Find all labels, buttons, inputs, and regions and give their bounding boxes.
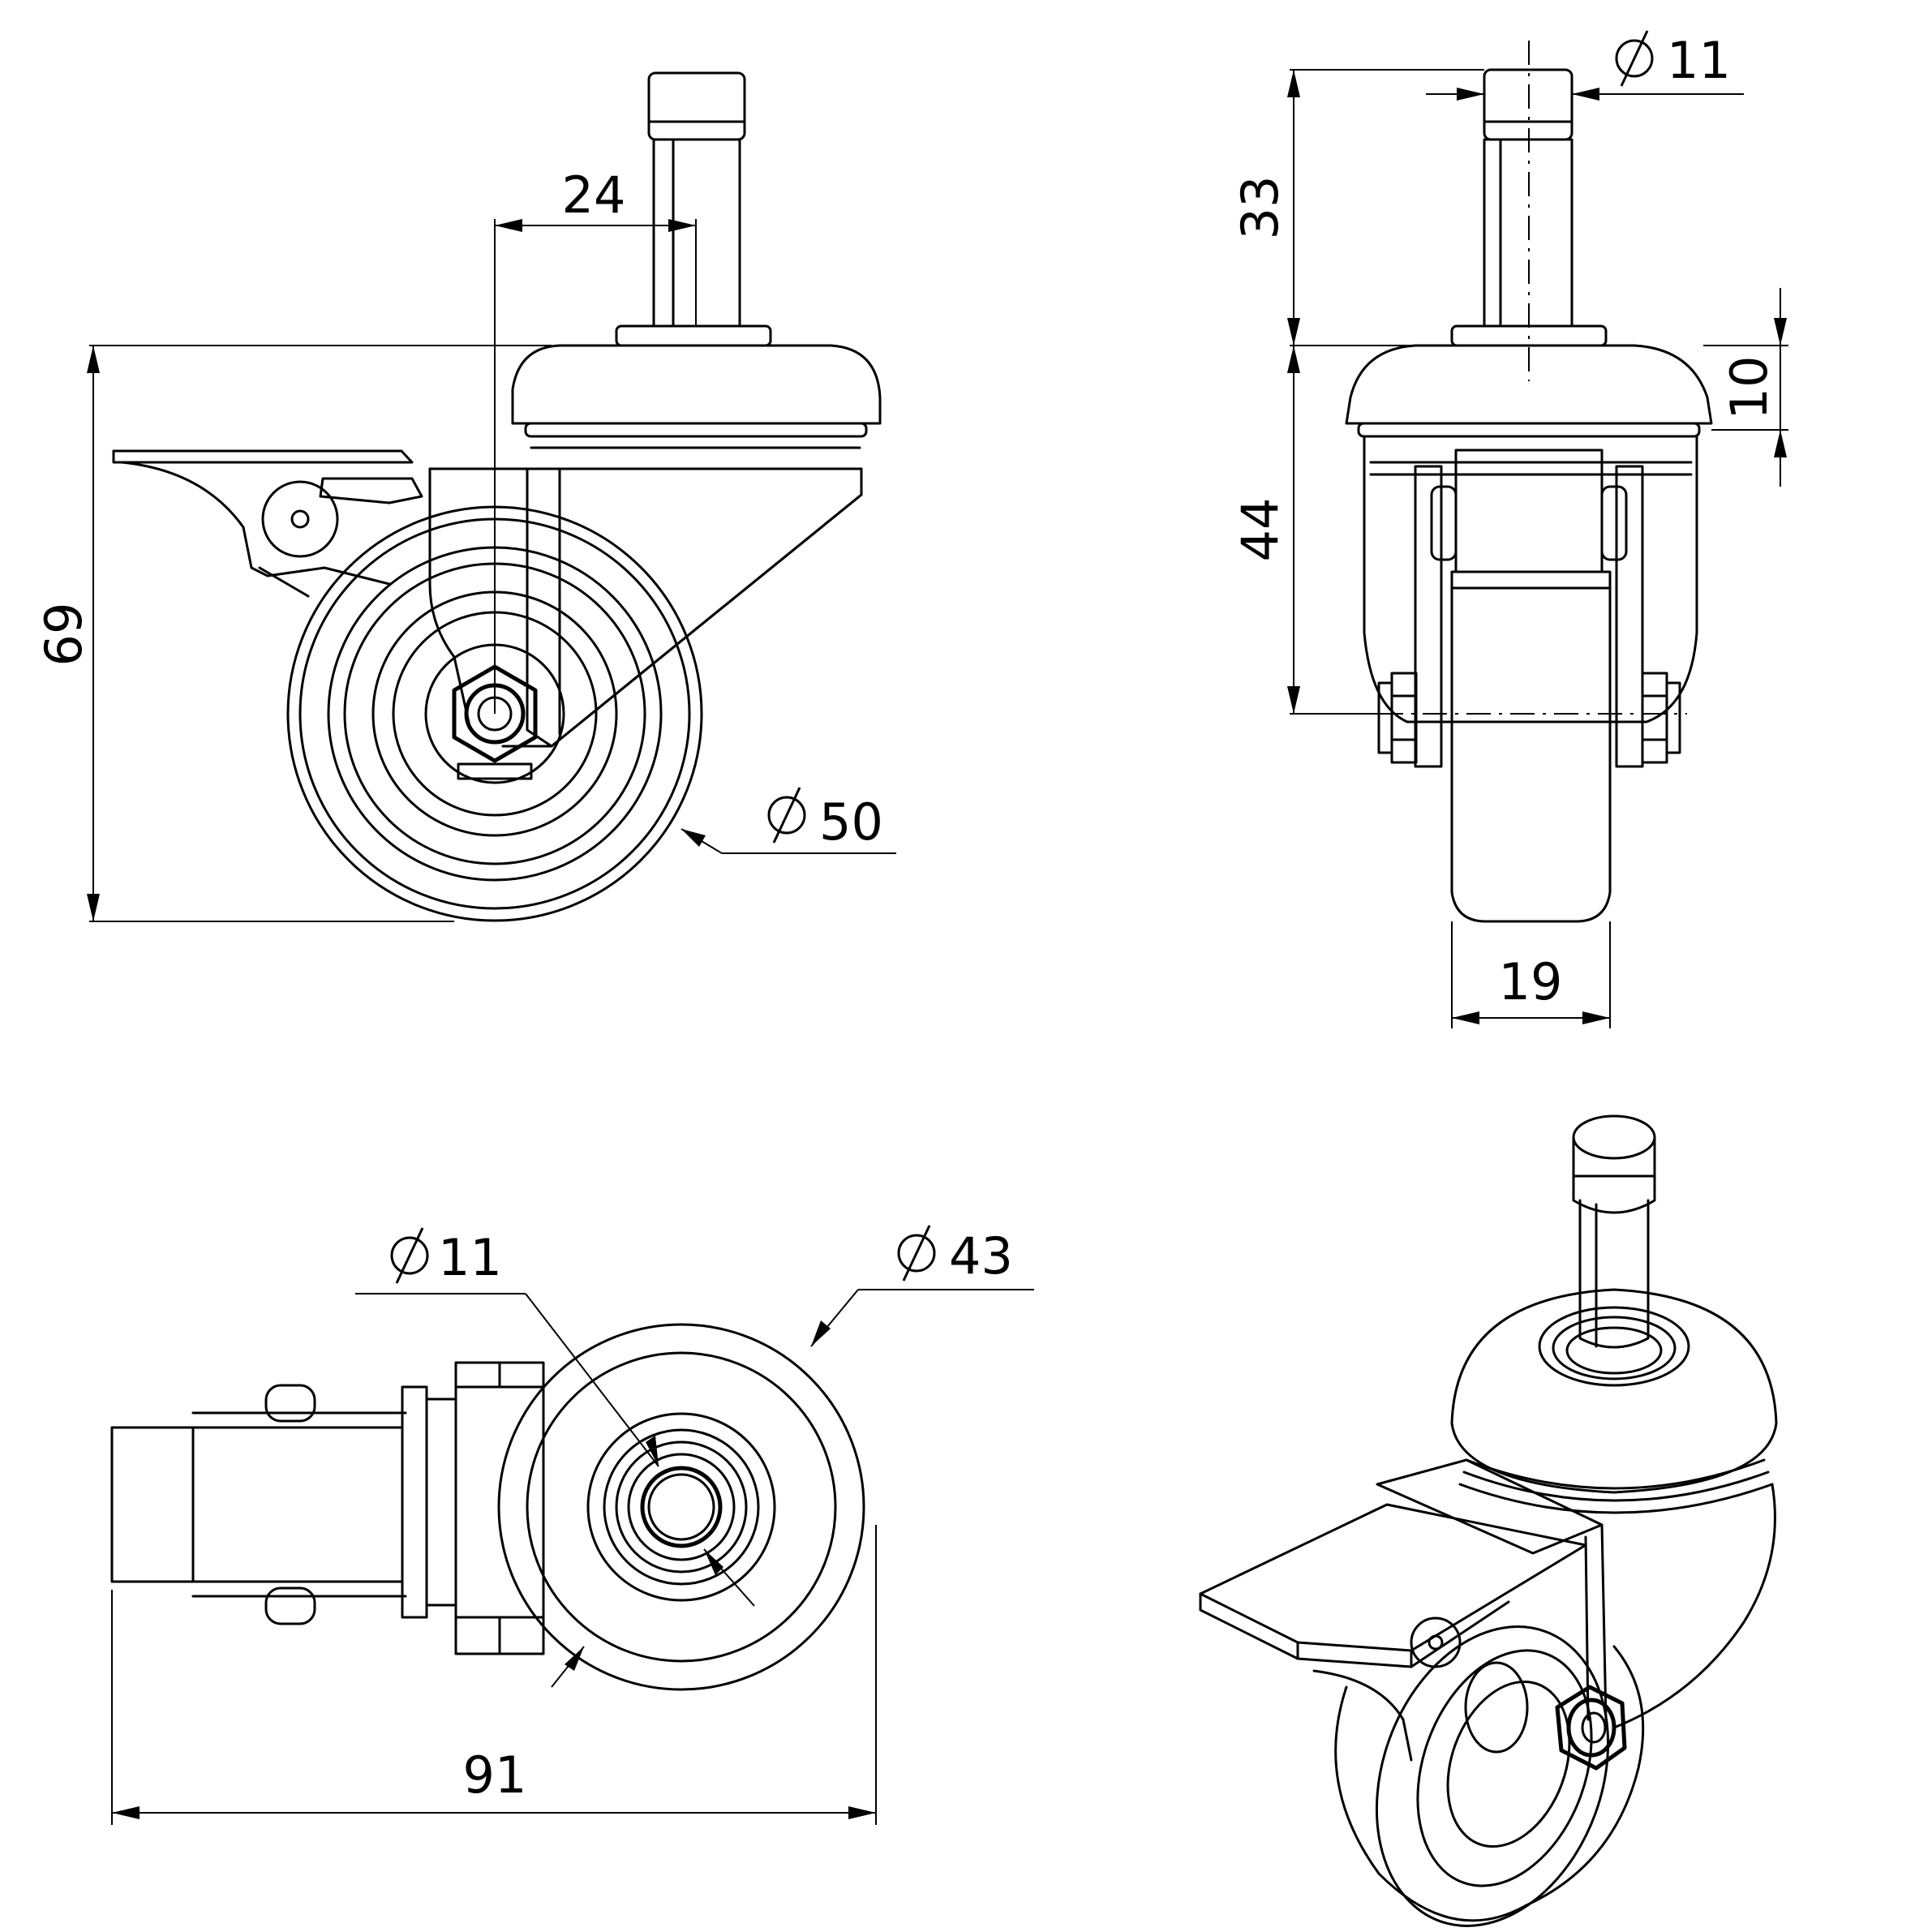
- side-dimensions: 69 24 50: [34, 165, 896, 922]
- top-wheel: [497, 1323, 865, 1691]
- front-dim-stem-diameter-label: 11: [1667, 31, 1731, 90]
- iso-stem: [1572, 1114, 1656, 1349]
- side-swivel-cap: [511, 344, 882, 449]
- front-dim-cap-height-label: 10: [1719, 356, 1779, 420]
- iso-brake-pedal: [1199, 1503, 1587, 1762]
- front-dimensions: 11 33 44 10 19: [1230, 29, 1788, 1028]
- isometric-view: [1199, 1114, 1778, 1927]
- side-brake-pedal: [112, 449, 423, 598]
- front-axle-nuts: [1377, 672, 1681, 764]
- side-view: 69 24 50: [34, 71, 896, 922]
- iso-wheel: [1334, 1625, 1645, 1927]
- front-view: 11 33 44 10 19: [1230, 29, 1788, 1028]
- front-swivel-cap: [1345, 344, 1713, 438]
- top-fork: [401, 1361, 545, 1655]
- side-stem: [615, 71, 772, 347]
- iso-cap: [1450, 1288, 1778, 1514]
- front-wheel: [1450, 570, 1612, 923]
- front-body: [1363, 435, 1698, 768]
- front-dim-wheel-width-label: 19: [1499, 952, 1563, 1011]
- side-dim-wheel-diameter-label: 50: [819, 792, 883, 852]
- front-dim-body-height-label: 44: [1230, 498, 1290, 562]
- top-dimensions: 11 43 91: [111, 1224, 1034, 1825]
- side-dim-offset-label: 24: [562, 165, 626, 225]
- top-view: 11 43 91: [110, 1224, 1034, 1825]
- iso-axle-nut: [1555, 1685, 1627, 1771]
- front-dim-stem-height-label: 33: [1230, 176, 1290, 240]
- top-brake-pedal: [110, 1384, 407, 1625]
- top-dim-hub-diameter-label: 43: [949, 1226, 1013, 1286]
- side-dim-height-label: 69: [34, 603, 93, 667]
- top-dim-bore-diameter-label: 11: [438, 1228, 502, 1287]
- top-dim-overall-length-label: 91: [463, 1745, 527, 1805]
